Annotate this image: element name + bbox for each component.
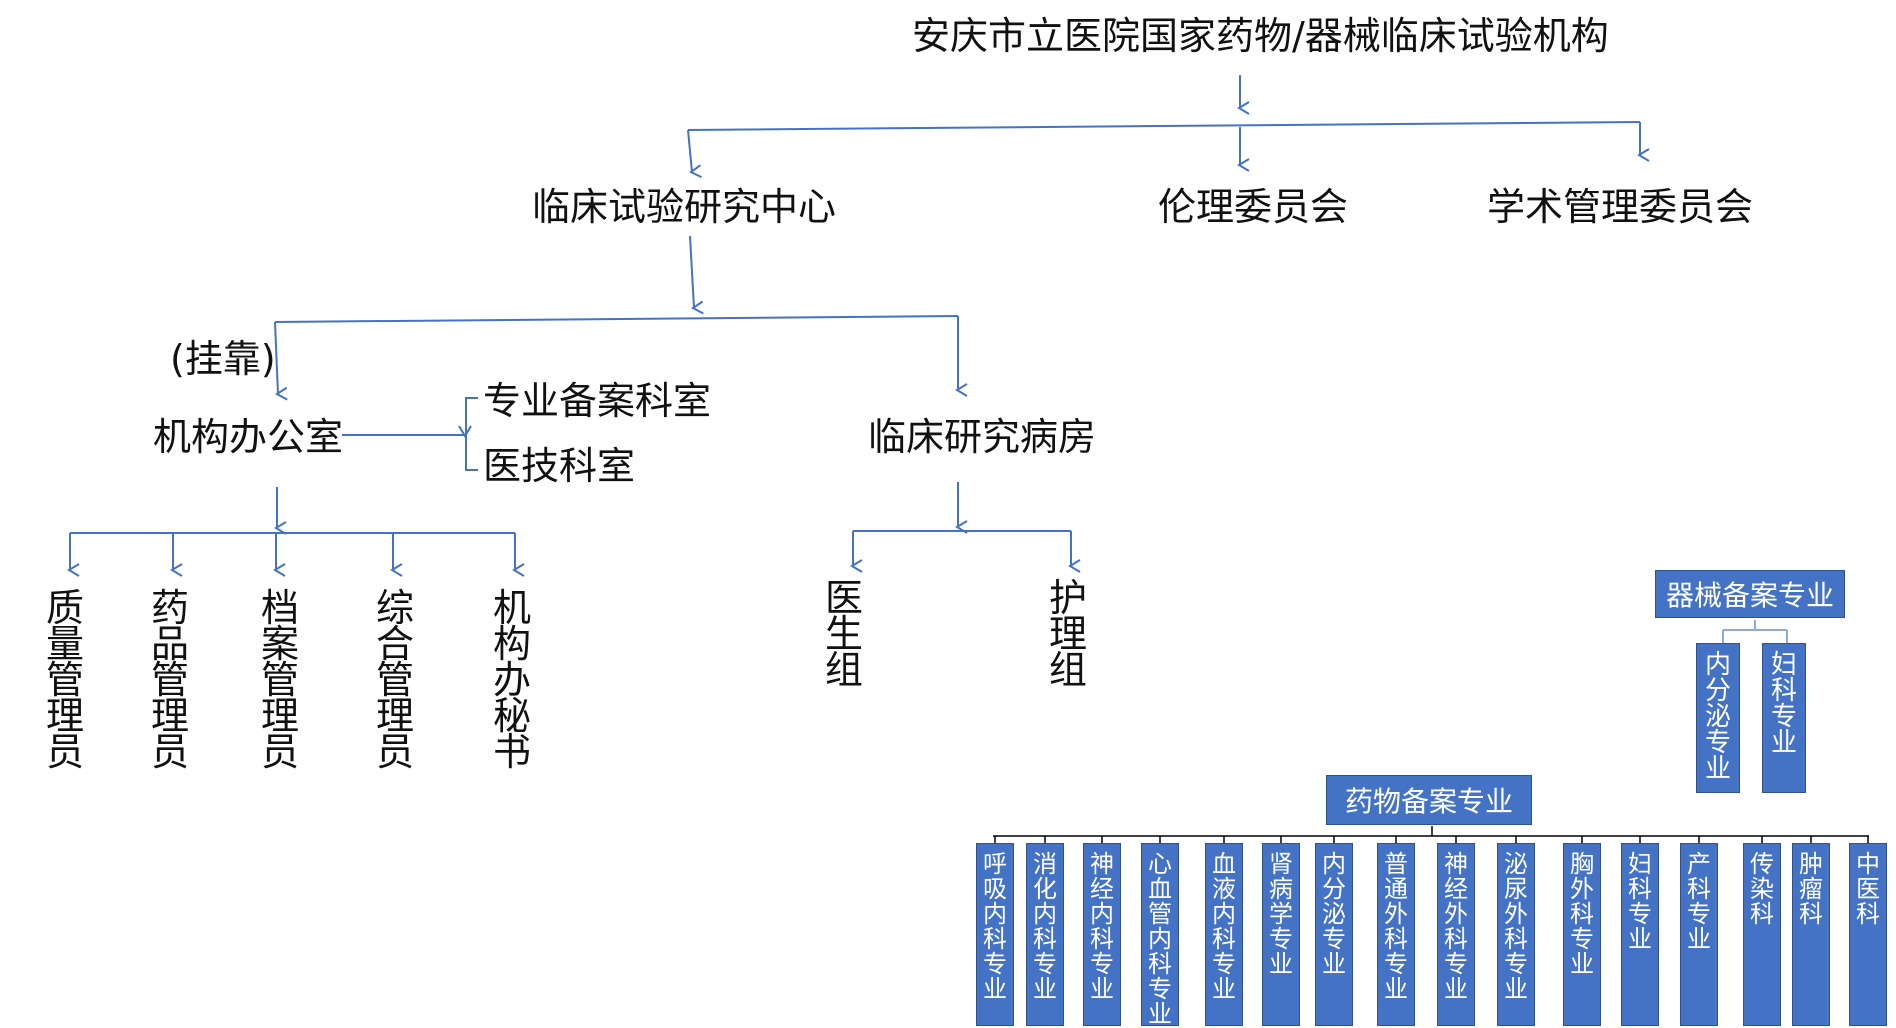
- node-research-center: 临床试验研究中心: [532, 185, 837, 229]
- staff-secretary: 机构办秘书: [492, 586, 531, 774]
- node-office-link-1: 专业备案科室: [483, 379, 712, 423]
- diagram-title: 安庆市立医院国家药物/器械临床试验机构: [912, 14, 1609, 58]
- device-item-endocrine: 内分泌专业: [1696, 643, 1740, 793]
- staff-archive: 档案管理员: [260, 586, 299, 774]
- drug-specialty-item: 消化内科专业: [1026, 843, 1064, 1026]
- attach-note: (挂靠): [170, 337, 276, 381]
- node-academic-committee: 学术管理委员会: [1487, 185, 1754, 229]
- drug-specialty-item: 血液内科专业: [1205, 843, 1243, 1026]
- group-doctor: 医生组: [824, 576, 863, 692]
- device-specialty-box: 器械备案专业: [1655, 570, 1845, 618]
- drug-specialty-item: 神经内科专业: [1083, 843, 1121, 1026]
- drug-specialty-item: 泌尿外科专业: [1497, 843, 1535, 1026]
- staff-drug: 药品管理员: [150, 586, 189, 774]
- drug-specialty-item: 普通外科专业: [1377, 843, 1415, 1026]
- drug-specialty-item: 肾病学专业: [1262, 843, 1300, 1026]
- drug-specialty-item: 中医科: [1849, 843, 1887, 1026]
- drug-specialty-item: 传染科: [1743, 843, 1781, 1026]
- node-clinical-ward: 临床研究病房: [868, 415, 1097, 459]
- staff-quality: 质量管理员: [45, 586, 84, 774]
- drug-specialty-item: 产科专业: [1680, 843, 1718, 1026]
- drug-specialty-item: 神经外科专业: [1437, 843, 1475, 1026]
- node-ethics-committee: 伦理委员会: [1158, 185, 1349, 229]
- node-office: 机构办公室: [153, 415, 344, 459]
- drug-specialty-item: 妇科专业: [1621, 843, 1659, 1026]
- drug-specialty-item: 肿瘤科: [1792, 843, 1830, 1026]
- group-nursing: 护理组: [1048, 576, 1087, 692]
- drug-specialty-item: 胸外科专业: [1563, 843, 1601, 1026]
- node-office-link-2: 医技科室: [483, 444, 636, 488]
- staff-general: 综合管理员: [375, 586, 414, 774]
- drug-specialty-item: 心血管内科专业: [1141, 843, 1179, 1027]
- drug-specialty-item: 内分泌专业: [1315, 843, 1353, 1026]
- device-item-gynecology: 妇科专业: [1762, 643, 1806, 793]
- drug-specialty-item: 呼吸内科专业: [976, 843, 1014, 1026]
- drug-specialty-box: 药物备案专业: [1326, 775, 1532, 825]
